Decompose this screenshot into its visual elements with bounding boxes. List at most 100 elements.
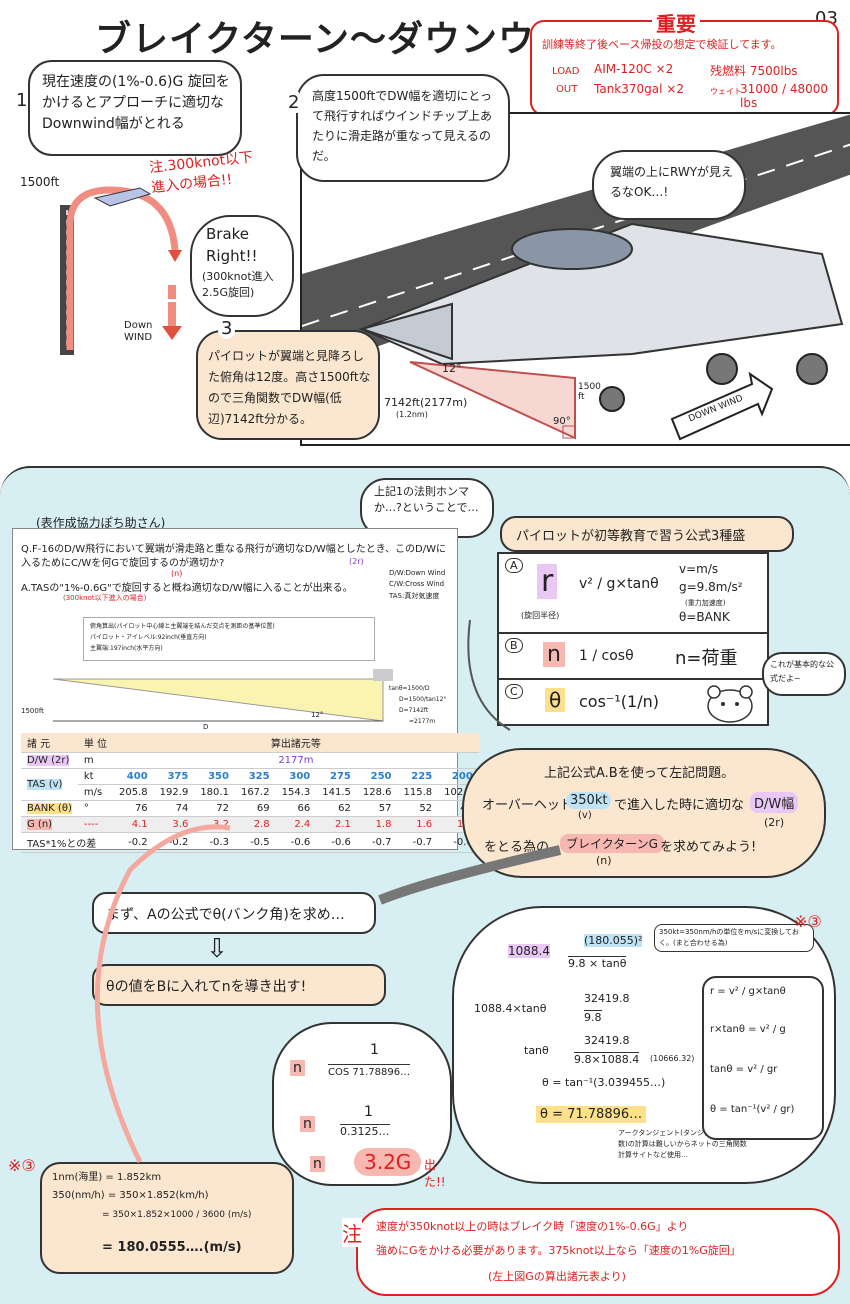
n1-lhs: n xyxy=(290,1060,305,1076)
thought-bubble: 翼端の上にRWYが見えるなOK…! xyxy=(592,150,746,220)
n3-lhs: n xyxy=(310,1156,325,1172)
diagram-calc2: D=1500/tan12° xyxy=(399,696,447,703)
brake-sub: (300knot進入 2.5G旋回) xyxy=(202,270,274,299)
final-note-box: 注 速度が350knot以上の時はブレイク時「速度の1%-0.6G」より 強めに… xyxy=(342,1208,840,1296)
answer-note: (300knot以下進入の場合) xyxy=(63,594,147,602)
kt-cell: 400 xyxy=(113,768,154,785)
bank-cell: 76 xyxy=(113,800,154,817)
eq2-lhs: 1088.4×tanθ xyxy=(474,1002,547,1015)
brake-turn-diagram xyxy=(60,186,182,355)
formula-a-var2: g=9.8m/s² xyxy=(679,580,743,594)
question-2r: (2r) xyxy=(349,557,364,566)
formula-c-rhs: cos⁻¹(1/n) xyxy=(579,692,659,711)
g-cell: 1.8 xyxy=(356,816,398,833)
problem-n: (n) xyxy=(596,854,612,867)
table-row-ms: m/s 205.8 192.9 180.1 167.2 154.3 141.5 … xyxy=(21,784,479,801)
downwind-arrow xyxy=(670,371,774,441)
angle-triangle xyxy=(409,361,576,440)
problem-line2d: D/W幅 xyxy=(750,792,799,813)
dw-label: D/W (2r) xyxy=(27,755,70,766)
step-b-box: θの値をBに入れてnを導き出す! xyxy=(92,964,386,1006)
n2-den: 0.3125… xyxy=(340,1124,390,1138)
formula-b-def: n=荷重 xyxy=(675,648,738,669)
mascot-text: これが基本的な公式だよ~ xyxy=(770,660,834,683)
credit: (表作成協力ぽち助さん) xyxy=(36,516,166,530)
formula-a-rhs: v² / g×tanθ xyxy=(579,576,659,592)
formula-b-rhs: 1 / cosθ xyxy=(579,648,634,664)
table-row-dw: D/W (2r) m 2177m xyxy=(21,752,479,769)
ms-cell: 167.2 xyxy=(234,784,276,801)
bank-cell: 52 xyxy=(397,800,439,817)
kt-cell: 350 xyxy=(194,768,235,785)
eq3-side: (10666.32) xyxy=(650,1054,695,1063)
eq1-den: 9.8 × tanθ xyxy=(568,956,627,970)
important-head: 重要 xyxy=(652,8,700,37)
legend-1: D/W:Down Wind xyxy=(389,569,446,577)
final-note-mark: 注 xyxy=(342,1218,362,1247)
n1-num: 1 xyxy=(370,1042,379,1058)
weight-text: 31000 / 48000 lbs xyxy=(740,82,829,110)
n2-lhs: n xyxy=(300,1116,315,1132)
bank-cell: 62 xyxy=(316,800,357,817)
step2-num: 2 xyxy=(288,92,300,113)
g-cell: 2.1 xyxy=(316,816,357,833)
n3-tail: 出た!! xyxy=(424,1158,446,1189)
n2-num: 1 xyxy=(364,1104,373,1120)
atan-note: アークタンジェント(タンジェントの逆関数)の計算は難しいからネットの三角関数計算… xyxy=(618,1129,747,1159)
diff-cell: -0.7 xyxy=(356,832,398,853)
kt-cell: 300 xyxy=(275,768,317,785)
eq2-den: 9.8 xyxy=(584,1010,602,1024)
formula-a-box: A r v² / g×tanθ (旋回半径) v=m/s g=9.8m/s² (… xyxy=(497,552,769,636)
diagram-geometry xyxy=(52,669,393,722)
tas-unit-ms: m/s xyxy=(77,784,114,801)
legend-3: TAS:真対気速度 xyxy=(389,592,440,600)
diff-label: TAS*1%との差 xyxy=(21,832,114,853)
problem-v: (v) xyxy=(578,810,592,821)
diagram-angle: 12° xyxy=(311,711,324,719)
triangle-height: 1500 ft xyxy=(578,382,601,402)
problem-line2b: 350kt xyxy=(566,792,612,809)
problem-line1: 上記公式A.Bを使って左記問題。 xyxy=(544,766,735,781)
legend-2: C/W:Cross Wind xyxy=(389,580,445,588)
g-unit: ---- xyxy=(77,816,114,833)
eq1-num: (180.055)² xyxy=(584,934,643,947)
diagram-box: 俯角算出(パイロット中心線と主翼端を結んだ交点を測距の基準位置) パイロット・ア… xyxy=(83,617,375,661)
bank-cell: 72 xyxy=(194,800,235,817)
bank-cell: 69 xyxy=(234,800,276,817)
load-item-1: AIM-120C ×2 xyxy=(594,62,674,76)
conv-l4: = 180.0555….(m/s) xyxy=(102,1240,242,1255)
ms-cell: 154.3 xyxy=(275,784,317,801)
ms-cell: 128.6 xyxy=(356,784,398,801)
formula-title: パイロットが初等教育で習う公式3種盛 xyxy=(500,516,794,552)
diff-cell: -0.3 xyxy=(194,832,235,853)
important-line1: 訓練等終了後ベース帰投の想定で検証してます。 xyxy=(542,38,782,51)
conv-l2: 350(nm/h) = 350×1.852(km/h) xyxy=(52,1190,209,1201)
triangle-base: 7142ft(2177m) xyxy=(384,396,468,409)
fuel-text: 残燃料 7500lbs xyxy=(710,64,798,78)
formula-title-text: パイロットが初等教育で習う公式3種盛 xyxy=(516,529,746,544)
diagram-calc1: tanθ=1500/D xyxy=(389,685,430,692)
dw-value: 2177m xyxy=(113,752,479,769)
final-note-l3: (左上図Gの算出諸元表より) xyxy=(488,1270,626,1283)
turn-path xyxy=(66,186,179,350)
step-a-text: まず、Aの公式でθ(バンク角)を求め… xyxy=(106,907,345,923)
th-unit: 単 位 xyxy=(77,733,114,753)
final-note-l1: 速度が350knot以上の時はブレイク時「速度の1%-0.6G」より xyxy=(376,1220,689,1233)
formula-a-lhs: r xyxy=(537,564,558,599)
n3-value: 3.2G xyxy=(354,1148,422,1176)
conversion-mark: ※③ xyxy=(8,1156,36,1175)
g-cell: 3.6 xyxy=(153,816,195,833)
triangle-angle: 12° xyxy=(442,362,462,375)
diff-cell: -0.7 xyxy=(397,832,439,853)
g-cell: 1.6 xyxy=(397,816,439,833)
unit-note: 350kt=350nm/hの単位をm/sに変換しておく。(まと合わせる為) xyxy=(654,924,814,952)
mascot-bubble: これが基本的な公式だよ~ xyxy=(762,652,846,696)
question-n: (n) xyxy=(171,569,183,578)
derive-4: θ = tan⁻¹(v² / gr) xyxy=(710,1104,795,1115)
conv-l1: 1nm(海里) = 1.852km xyxy=(52,1172,162,1183)
bank-cell: 57 xyxy=(356,800,398,817)
brake-text: Brake Right!! xyxy=(206,225,258,265)
th-spec: 諸 元 xyxy=(21,733,78,753)
th-values: 算出諸元等 xyxy=(113,733,479,753)
step-a-box: まず、Aの公式でθ(バンク角)を求め… xyxy=(92,892,376,934)
